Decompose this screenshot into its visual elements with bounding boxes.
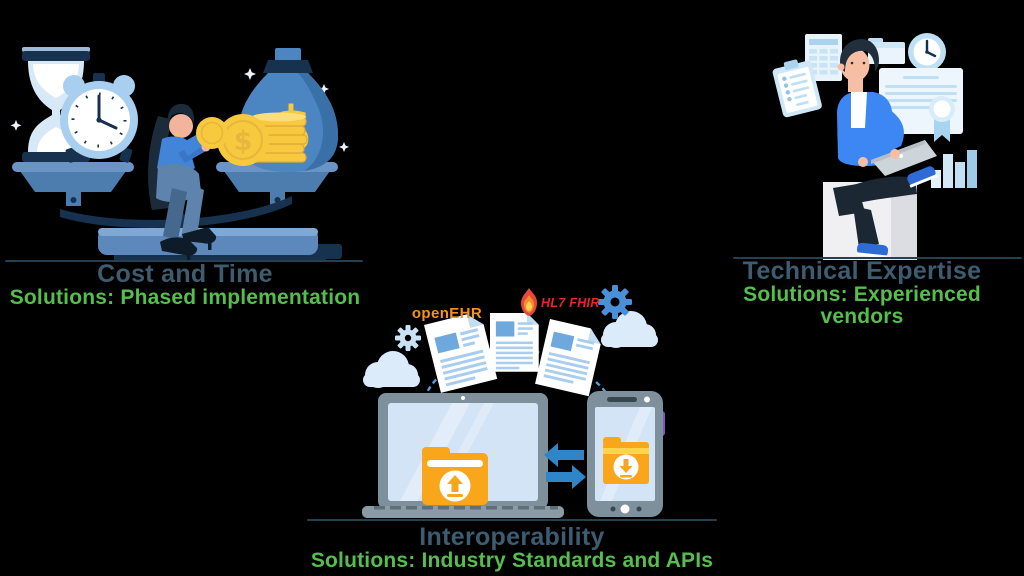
cost-time-illustration: $ $	[10, 47, 349, 262]
certificate-icon	[879, 68, 963, 142]
openehr-logo: openEHR	[412, 305, 482, 322]
woman-figure	[148, 103, 228, 261]
flame-icon	[521, 288, 537, 316]
document-icon	[424, 314, 498, 393]
interoperability-solution: Solutions: Industry Standards and APIs	[310, 549, 714, 572]
technical-expertise-divider	[733, 257, 1022, 259]
coin-stack-icon: $	[217, 112, 308, 166]
alarm-clock-icon	[60, 73, 138, 163]
document-icon	[535, 319, 601, 397]
cloud-icon	[363, 351, 420, 388]
technical-expertise-illustration	[772, 33, 977, 260]
ribbon-icon	[934, 116, 950, 142]
download-folder-icon	[603, 437, 649, 484]
clipboard-icon	[772, 59, 822, 118]
tablet-icon	[871, 140, 937, 176]
gear-icon	[395, 325, 421, 351]
interoperability-illustration: openEHR HL7 FHIR	[362, 285, 665, 518]
bar-chart-icon	[931, 150, 977, 188]
man-figure	[833, 39, 938, 259]
gear-icon	[598, 285, 632, 319]
technical-expertise-title: Technical Expertise	[742, 257, 982, 285]
scale-beam	[60, 196, 292, 228]
clock-icon	[908, 33, 946, 71]
download-arrow-icon	[619, 459, 633, 478]
hl7-fhir-logo: HL7 FHIR	[541, 296, 600, 310]
cost-time-solution: Solutions: Phased implementation	[9, 286, 361, 309]
technical-expertise-solution: Solutions: Experienced vendors	[743, 283, 981, 329]
cost-time-title: Cost and Time	[97, 260, 273, 288]
upload-folder-icon	[422, 447, 488, 505]
cloud-icon	[601, 311, 658, 348]
document-icon	[490, 313, 539, 372]
interoperability-title: Interoperability	[419, 523, 605, 551]
sparkle-icon	[10, 68, 349, 152]
scale-left-pan	[12, 162, 134, 206]
dollar-sign: $	[234, 126, 253, 157]
interoperability-divider	[307, 519, 717, 521]
sync-arrows-icon	[544, 443, 586, 489]
upload-arrow-icon	[447, 475, 463, 497]
cost-time-divider	[5, 260, 363, 262]
scale-base	[98, 228, 342, 262]
